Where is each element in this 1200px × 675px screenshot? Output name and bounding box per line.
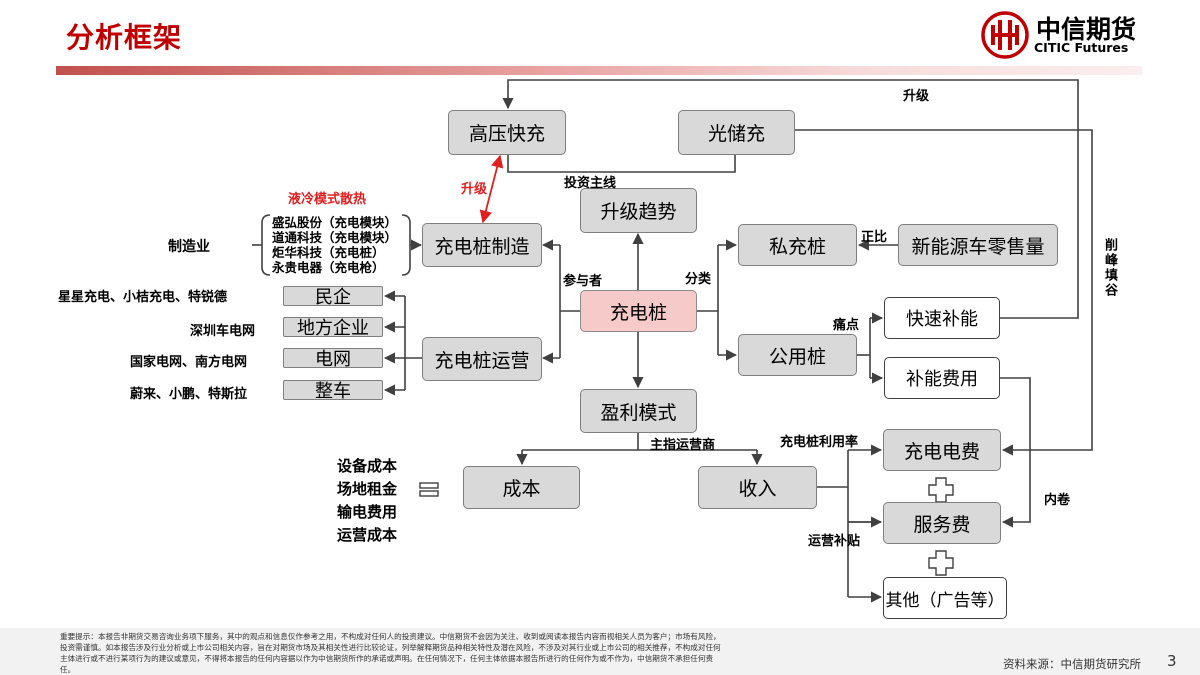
public-pile-box: 公用桩 bbox=[738, 334, 857, 376]
peak-shaving-label: 削峰填谷 bbox=[1102, 238, 1117, 298]
manufacturer-item: 炬华科技（充电桩） bbox=[272, 245, 385, 260]
cost-items-list: 设备成本 场地租金 输电费用 运营成本 bbox=[337, 455, 397, 547]
private-pile-box: 私充桩 bbox=[738, 224, 857, 266]
operation-subsidy-label: 运营补贴 bbox=[808, 534, 861, 549]
cost-item: 输电费用 bbox=[337, 503, 398, 521]
upgrade-label-red: 升级 bbox=[461, 182, 488, 197]
local-operators-names: 深圳车电网 bbox=[190, 324, 256, 339]
source-note: 资料来源：中信期货研究所 bbox=[1003, 657, 1141, 671]
nev-retail-sales-box: 新能源车零售量 bbox=[898, 224, 1058, 266]
mainly-operators-label: 主指运营商 bbox=[650, 438, 716, 453]
charging-pile-center-box: 充电桩 bbox=[580, 290, 697, 332]
pain-point-label: 痛点 bbox=[833, 318, 860, 333]
replenish-cost-box: 补能费用 bbox=[884, 357, 1000, 399]
manufacturing-label: 制造业 bbox=[168, 239, 210, 255]
cost-item: 运营成本 bbox=[337, 526, 398, 544]
proportional-label: 正比 bbox=[861, 230, 888, 245]
fast-replenish-box: 快速补能 bbox=[884, 297, 1000, 339]
page-number: 3 bbox=[1167, 652, 1177, 670]
footer-band bbox=[0, 628, 1200, 675]
upgrade-label-top: 升级 bbox=[903, 89, 930, 104]
private-enterprise-box: 民企 bbox=[283, 286, 383, 308]
high-voltage-fast-charge-box: 高压快充 bbox=[448, 110, 566, 155]
service-fee-box: 服务费 bbox=[883, 502, 1001, 544]
utilization-label: 充电桩利用率 bbox=[780, 435, 859, 450]
other-ads-box: 其他（广告等） bbox=[883, 577, 1007, 619]
manufacturer-item: 道通科技（充电模块） bbox=[272, 230, 398, 245]
profit-model-box: 盈利模式 bbox=[580, 389, 697, 433]
oem-box: 整车 bbox=[283, 380, 383, 402]
pv-storage-charge-box: 光储充 bbox=[678, 110, 795, 155]
cost-box: 成本 bbox=[463, 466, 580, 509]
local-enterprise-box: 地方企业 bbox=[283, 317, 383, 339]
logo-english-text: CITIC Futures bbox=[1034, 40, 1129, 55]
title-underline-bar bbox=[56, 66, 1142, 75]
involution-label: 内卷 bbox=[1044, 493, 1071, 508]
manufacturer-item: 永贵电器（充电枪） bbox=[272, 260, 385, 275]
pile-operation-box: 充电桩运营 bbox=[422, 337, 542, 381]
electricity-fee-box: 充电电费 bbox=[883, 429, 1001, 471]
manufacturer-item: 盛弘股份（充电模块） bbox=[272, 215, 398, 230]
citic-logo: 中信期货 CITIC Futures bbox=[980, 10, 1145, 60]
upgrade-trend-box: 升级趋势 bbox=[580, 188, 697, 233]
cost-item: 场地租金 bbox=[337, 480, 398, 498]
oem-operators-names: 蔚来、小鹏、特斯拉 bbox=[130, 387, 248, 402]
logo-chinese-text: 中信期货 bbox=[1036, 15, 1137, 44]
private-operators-names: 星星充电、小桔充电、特锐德 bbox=[58, 290, 228, 305]
cost-item: 设备成本 bbox=[337, 457, 398, 475]
pile-manufacturing-box: 充电桩制造 bbox=[422, 223, 542, 267]
liquid-cooling-label: 液冷模式散热 bbox=[288, 192, 367, 207]
income-box: 收入 bbox=[698, 466, 817, 509]
participants-label: 参与者 bbox=[563, 274, 603, 289]
classification-label: 分类 bbox=[685, 272, 712, 287]
citic-emblem-icon bbox=[981, 11, 1029, 59]
power-grid-box: 电网 bbox=[283, 348, 383, 370]
disclaimer-text: 重要提示：本报告非期货交易咨询业务项下服务，其中的观点和信息仅作参考之用，不构成… bbox=[60, 632, 721, 674]
page-title: 分析框架 bbox=[66, 21, 183, 54]
grid-operators-names: 国家电网、南方电网 bbox=[130, 355, 248, 370]
investment-mainline-label: 投资主线 bbox=[564, 176, 617, 191]
